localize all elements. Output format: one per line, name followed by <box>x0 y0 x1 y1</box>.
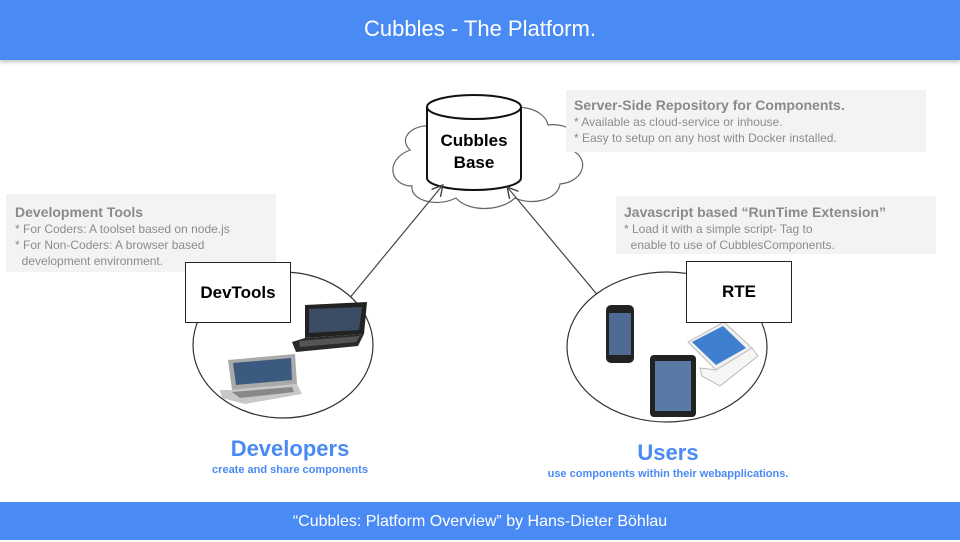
devtools-note-line: development environment. <box>15 254 164 268</box>
cubbles-base-line1: Cubbles <box>440 131 508 150</box>
slide-footer: “Cubbles: Platform Overview” by Hans-Die… <box>0 502 960 540</box>
macbook-icon <box>687 321 759 387</box>
developers-group: Developers create and share components <box>180 436 400 476</box>
users-group: Users use components within their webapp… <box>500 440 836 480</box>
server-note-line: * Easy to setup on any host with Docker … <box>574 131 837 145</box>
footer-credit: “Cubbles: Platform Overview” by Hans-Die… <box>292 513 668 530</box>
cubbles-base-line2: Base <box>453 153 495 172</box>
slide-header: Cubbles - The Platform. <box>0 0 960 60</box>
rte-note-line: * Load it with a simple script- Tag to <box>624 222 813 236</box>
rte-note-title: Javascript based “RunTime Extension” <box>624 204 886 220</box>
developers-title: Developers <box>230 436 350 461</box>
laptop-icon <box>220 354 302 404</box>
rte-box: RTE <box>686 261 792 323</box>
developers-subtitle: create and share components <box>212 464 368 476</box>
devtools-note-title: Development Tools <box>15 204 144 220</box>
devtools-box: DevTools <box>185 262 291 323</box>
server-repository-note: Server-Side Repository for Components. *… <box>566 90 926 152</box>
smartphone-icon <box>606 305 634 363</box>
devtools-note-line: * For Coders: A toolset based on node.js <box>15 222 230 236</box>
rte-box-label: RTE <box>722 282 756 301</box>
tablet-icon <box>650 355 696 417</box>
users-subtitle: use components within their webapplicati… <box>547 468 789 480</box>
users-to-base-arrow <box>508 188 601 299</box>
netbook-icon <box>292 302 367 352</box>
users-title: Users <box>637 440 699 465</box>
developers-to-base-arrow <box>347 186 442 301</box>
server-note-line: * Available as cloud-service or inhouse. <box>574 115 783 129</box>
cubbles-base-label: Cubbles Base <box>427 130 521 174</box>
slide-title: Cubbles - The Platform. <box>364 16 596 41</box>
devtools-note-line: * For Non-Coders: A browser based <box>15 238 205 252</box>
database-cylinder-icon <box>426 94 522 191</box>
devtools-note: Development Tools * For Coders: A toolse… <box>6 194 276 272</box>
rte-note-line: enable to use of CubblesComponents. <box>624 238 835 252</box>
server-note-title: Server-Side Repository for Components. <box>574 97 845 113</box>
rte-note: Javascript based “RunTime Extension” * L… <box>616 196 936 254</box>
devtools-box-label: DevTools <box>200 282 276 302</box>
